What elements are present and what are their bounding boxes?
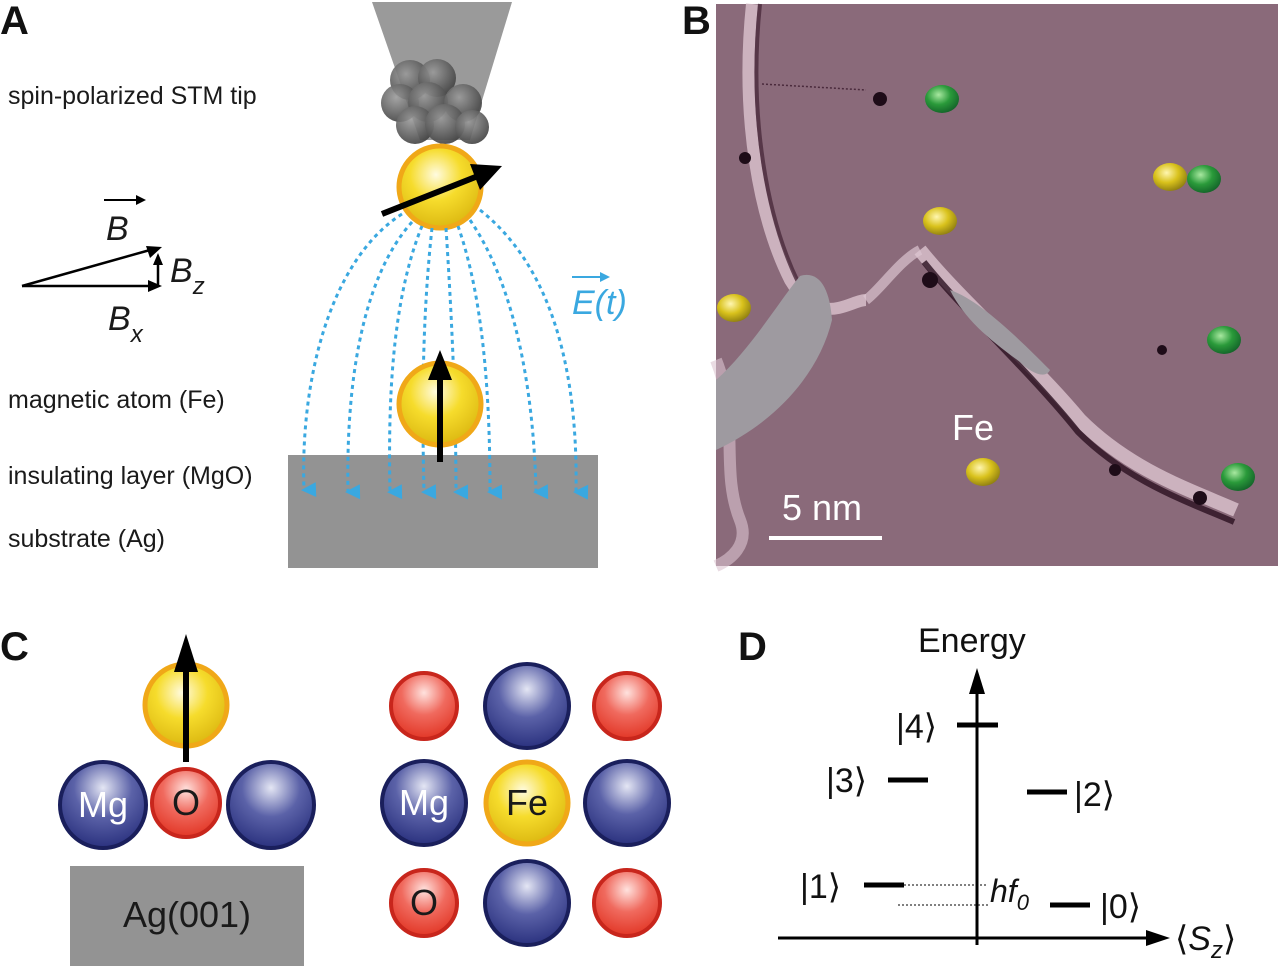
- adatom-yellow-fe: [966, 458, 1000, 486]
- insulator-label: insulating layer (MgO): [8, 462, 253, 490]
- adatom-green: [925, 85, 959, 113]
- state-0-label: |0⟩: [1100, 888, 1141, 926]
- svg-text:⟨Sz⟩: ⟨Sz⟩: [1175, 920, 1236, 964]
- state-1-label: |1⟩: [800, 868, 841, 906]
- adatom-green: [1187, 165, 1221, 193]
- adatom-yellow: [1153, 163, 1187, 191]
- energy-axis-label: Energy: [918, 622, 1026, 660]
- substrate-label: substrate (Ag): [8, 525, 165, 553]
- state-4-label: |4⟩: [896, 708, 937, 746]
- electric-field-lines: [301, 208, 589, 500]
- state-2-label: |2⟩: [1074, 776, 1115, 814]
- efield-label: E(t): [572, 284, 627, 322]
- gap-label-sub: 0: [1017, 890, 1030, 915]
- panel-letter-a: A: [0, 0, 29, 43]
- fe-label: Fe: [952, 407, 994, 448]
- adatom-green: [1207, 326, 1241, 354]
- svg-text:Bx: Bx: [108, 300, 144, 348]
- side-o-label: O: [172, 782, 200, 823]
- tip-apex-atom: [396, 143, 484, 231]
- adatom-yellow: [717, 294, 751, 322]
- field-b-label: B: [106, 210, 129, 248]
- tip-spin-arrow-head: [470, 164, 502, 190]
- substrate-block: [288, 455, 598, 568]
- scale-label: 5 nm: [782, 487, 862, 528]
- gap-label-base: hf: [990, 873, 1020, 909]
- substrate-ag-label: Ag(001): [123, 894, 251, 935]
- field-bz-sub: z: [192, 273, 205, 300]
- energy-diagram: Energy ⟨Sz⟩ |4⟩ |3⟩ |2⟩ |1⟩ |0⟩ hf0: [778, 622, 1236, 964]
- surface-fe-atom: [396, 350, 484, 462]
- sz-axis-base: S: [1188, 920, 1211, 958]
- top-view: Mg Fe O: [380, 662, 671, 947]
- stm-tip: [372, 2, 512, 231]
- stm-image: [710, 3, 1278, 572]
- tip-label: spin-polarized STM tip: [8, 82, 257, 110]
- top-o-label: O: [410, 882, 438, 923]
- magnetic-atom-label: magnetic atom (Fe): [8, 386, 225, 414]
- adatom-green: [1221, 463, 1255, 491]
- svg-text:Bz: Bz: [170, 252, 205, 300]
- top-mg-label: Mg: [399, 782, 449, 823]
- magnetic-field-diagram: B Bz Bx: [21, 195, 205, 348]
- svg-text:hf0: hf0: [990, 873, 1030, 915]
- top-fe-label: Fe: [506, 782, 548, 823]
- side-view: Ag(001) Mg O: [58, 634, 316, 966]
- panel-letter-c: C: [0, 625, 29, 669]
- panel-letter-d: D: [738, 625, 767, 669]
- sz-axis-sub: z: [1210, 937, 1223, 964]
- side-mg-label: Mg: [78, 784, 128, 825]
- state-3-label: |3⟩: [826, 762, 867, 800]
- panel-letter-b: B: [682, 0, 711, 43]
- field-bz-base: B: [170, 252, 193, 290]
- field-bx-sub: x: [130, 321, 144, 348]
- field-bx-base: B: [108, 300, 131, 338]
- adatom-yellow: [923, 207, 957, 235]
